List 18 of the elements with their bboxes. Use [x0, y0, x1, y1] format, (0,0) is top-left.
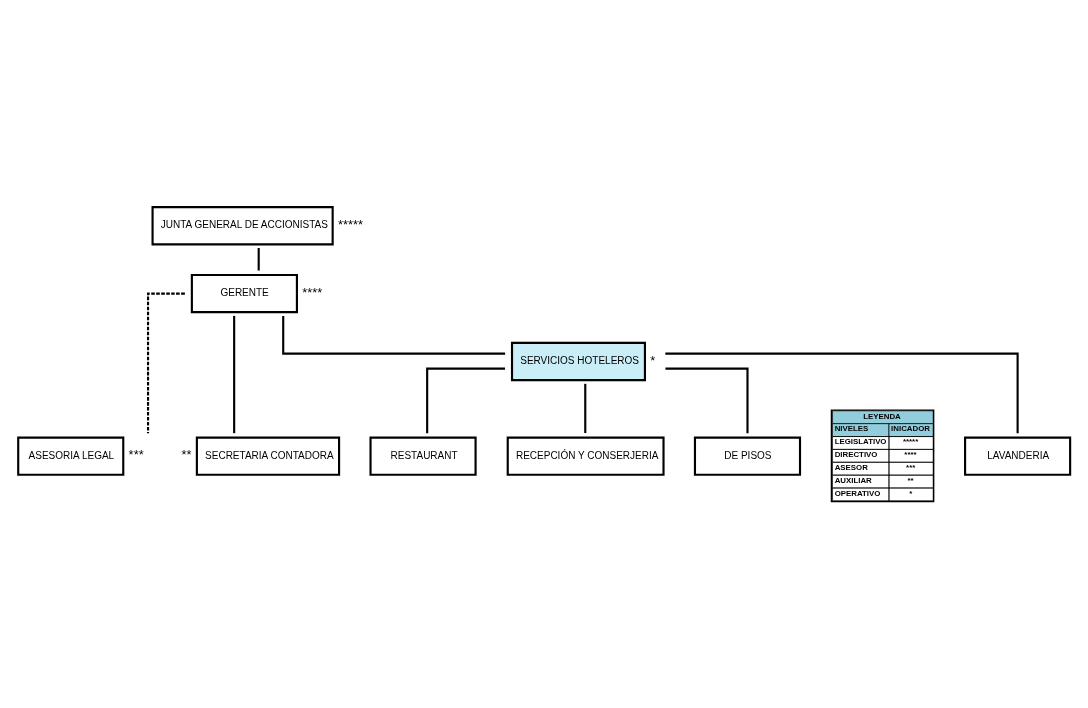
label: OPERATIVO — [834, 488, 881, 498]
label: LEYENDA — [863, 411, 901, 421]
label: NIVELES — [834, 424, 869, 434]
node-label: * — [650, 352, 656, 368]
label: LEGISLATIVO — [834, 437, 887, 447]
node-label: **** — [302, 284, 323, 300]
label: ASESOR — [834, 462, 868, 472]
label: * — [909, 488, 913, 498]
label: AUXILIAR — [834, 475, 872, 485]
label: ***** — [902, 437, 919, 447]
node-label: *** — [128, 447, 144, 463]
node-label: ***** — [338, 216, 364, 232]
label: ** — [907, 475, 914, 485]
label: DIRECTIVO — [834, 450, 878, 460]
label: **** — [904, 450, 917, 460]
label: INICADOR — [891, 424, 930, 434]
node-label: ** — [181, 447, 192, 463]
label: *** — [906, 462, 916, 472]
